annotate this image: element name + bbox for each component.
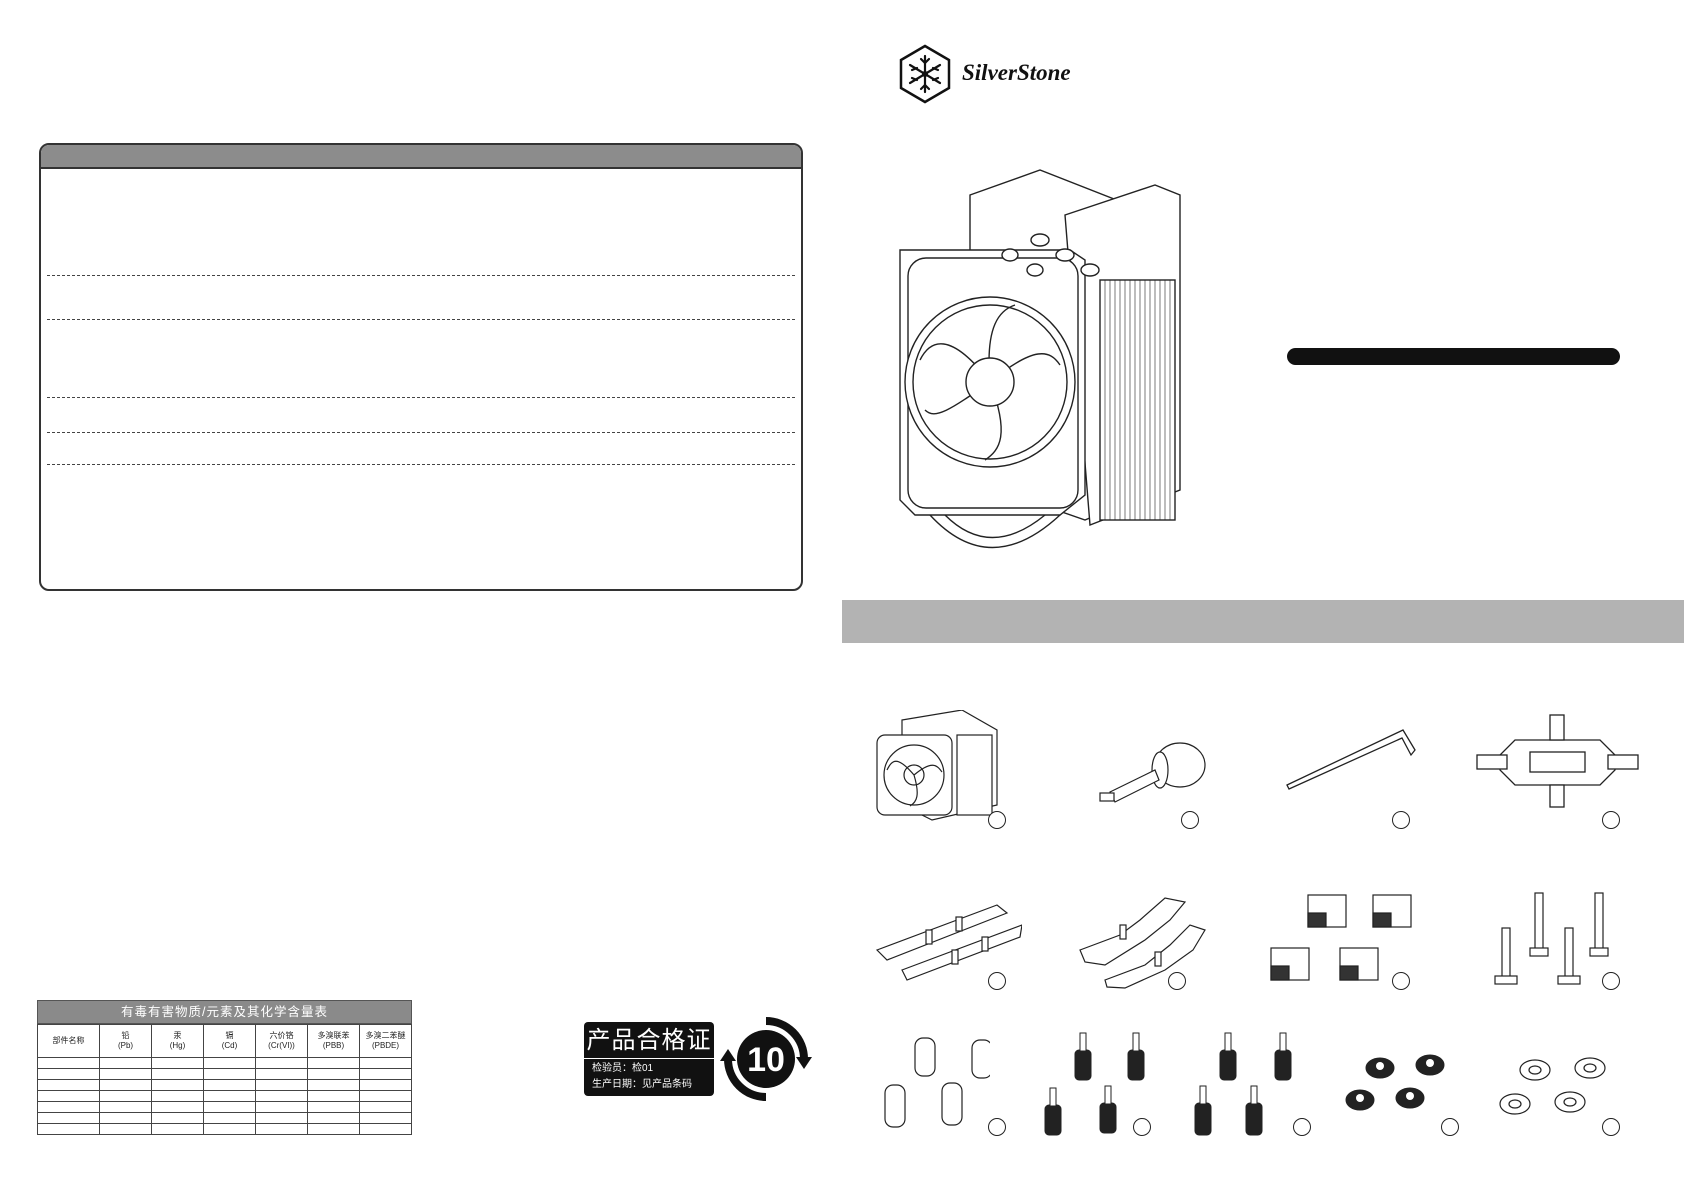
brand-wordmark: SilverStone (962, 60, 1071, 85)
model-title-bar (1287, 348, 1620, 365)
table-row (37, 1090, 412, 1102)
accessory-cooler-icon (876, 710, 998, 821)
rohs-table-title: 有毒有害物质/元素及其化学含量表 (37, 1000, 412, 1024)
table-row (37, 1057, 412, 1069)
table-row (37, 1068, 412, 1080)
rohs-header-pbde: 多溴二苯醚(PBDE) (359, 1024, 412, 1058)
specification-box (39, 143, 803, 591)
accessory-intel-standoffs-icon (1044, 1032, 1145, 1136)
accessory-thumb-nuts-icon (1345, 1054, 1445, 1111)
accessory-number-13 (1602, 1118, 1620, 1136)
accessory-hex-key-icon (1286, 729, 1416, 790)
specification-header-bar (41, 145, 801, 169)
rohs-header-row: 部件名称 铅(Pb) 汞(Hg) 镉(Cd) 六价铬(Cr(VI)) 多溴联苯(… (37, 1024, 412, 1058)
certificate-title: 产品合格证 (584, 1024, 714, 1059)
accessory-amd-standoffs-icon (1194, 1032, 1292, 1136)
rohs-header-part: 部件名称 (37, 1024, 100, 1058)
silverstone-logo: SilverStone (898, 44, 1138, 106)
divider-3 (47, 397, 795, 398)
accessory-number-9 (988, 1118, 1006, 1136)
snowflake-hexagon-icon (899, 44, 951, 104)
table-row (37, 1112, 412, 1124)
accessory-number-11 (1293, 1118, 1311, 1136)
accessory-standoff-screws-icon (1494, 892, 1609, 985)
accessory-number-7 (1392, 972, 1410, 990)
rohs-table-grid: 部件名称 铅(Pb) 汞(Hg) 镉(Cd) 六价铬(Cr(VI)) 多溴联苯(… (37, 1024, 412, 1135)
accessory-number-3 (1392, 811, 1410, 829)
accessory-number-5 (988, 972, 1006, 990)
accessory-number-4 (1602, 811, 1620, 829)
certificate-inspector: 检验员：检01 (592, 1063, 654, 1074)
divider-5 (47, 464, 795, 465)
accessory-fan-clips-icon (1270, 894, 1412, 981)
rohs-header-cr6: 六价铬(Cr(VI)) (255, 1024, 308, 1058)
accessory-mounting-tool-icon (1099, 742, 1206, 803)
divider-4 (47, 432, 795, 433)
accessory-washers-icon (1499, 1057, 1606, 1115)
accessory-spacers-icon (884, 1037, 990, 1128)
accessory-number-1 (988, 811, 1006, 829)
table-row (37, 1101, 412, 1113)
accessory-number-10 (1133, 1118, 1151, 1136)
certificate-production-date: 生产日期：见产品条码 (592, 1079, 692, 1090)
accessory-number-12 (1441, 1118, 1459, 1136)
rohs-header-hg: 汞(Hg) (151, 1024, 204, 1058)
accessory-number-2 (1181, 811, 1199, 829)
divider-1 (47, 275, 795, 276)
rohs-header-pbb: 多溴联苯(PBB) (307, 1024, 360, 1058)
table-row (37, 1079, 412, 1091)
accessory-backplate-bracket-icon (1476, 714, 1639, 808)
package-contents-header-band (842, 600, 1684, 643)
product-certificate: 产品合格证 检验员：检01 生产日期：见产品条码 (584, 1022, 714, 1096)
accessory-number-8 (1602, 972, 1620, 990)
accessory-amd-bracket-icon (1079, 897, 1206, 989)
divider-2 (47, 319, 795, 320)
hazardous-substance-table: 有毒有害物质/元素及其化学含量表 部件名称 铅(Pb) 汞(Hg) 镉(Cd) … (37, 1000, 412, 1135)
cpu-cooler-illustration (899, 169, 1181, 549)
rohs-header-pb: 铅(Pb) (99, 1024, 152, 1058)
rohs-header-cd: 镉(Cd) (203, 1024, 256, 1058)
accessory-number-6 (1168, 972, 1186, 990)
table-row (37, 1123, 412, 1135)
epup-years-label: 10 (747, 1041, 785, 1079)
accessory-intel-bracket-icon (875, 904, 1022, 981)
epup-10-years-icon: 10 (720, 1017, 812, 1101)
